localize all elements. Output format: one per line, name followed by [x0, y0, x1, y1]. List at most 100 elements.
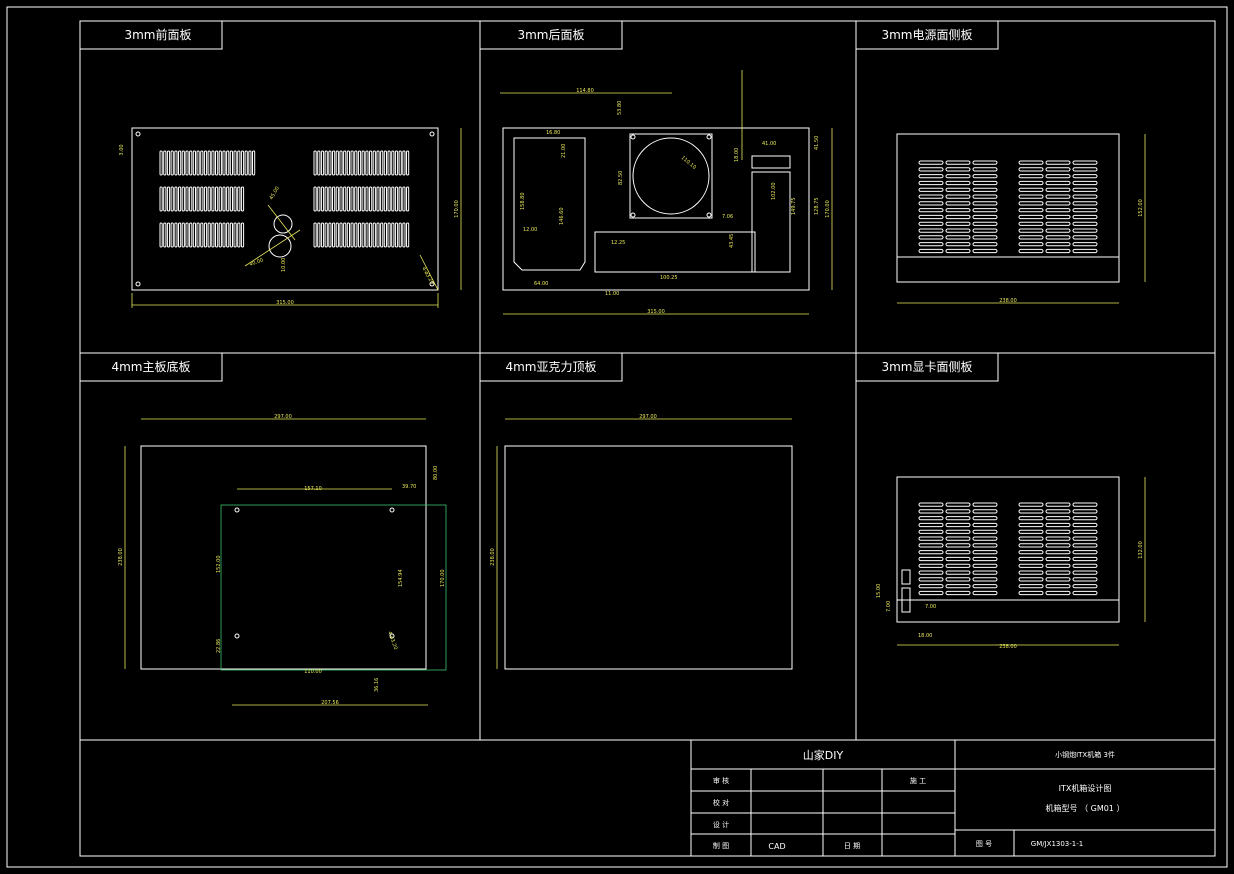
vent-slot: [945, 214, 971, 220]
vent-slot: [972, 248, 998, 254]
svg-text:82.50: 82.50: [618, 171, 624, 185]
vent-slot: [918, 167, 944, 172]
vent-slot: [313, 150, 317, 176]
front-width-dim: 315.00: [276, 300, 294, 306]
vent-slot: [387, 222, 391, 248]
vent-slot: [945, 522, 971, 528]
vent-slot: [918, 543, 944, 548]
vent-slot: [357, 186, 362, 212]
vent-slot: [1018, 543, 1044, 548]
vent-slot: [972, 584, 998, 589]
vent-slot: [178, 150, 182, 176]
svg-text:4mm亚克力顶板: 4mm亚克力顶板: [505, 360, 596, 374]
vent-slot: [203, 222, 208, 248]
vent-slot: [1072, 522, 1098, 528]
vent-slot: [1072, 543, 1098, 548]
vent-slot: [1018, 174, 1044, 179]
vent-slot: [918, 194, 944, 199]
vent-slot: [178, 186, 182, 212]
vent-slot: [229, 186, 234, 212]
vent-slot: [170, 150, 174, 176]
psu-width-dim: 238.00: [999, 298, 1017, 304]
vent-slot: [972, 570, 998, 575]
svg-text:100.25: 100.25: [660, 275, 678, 281]
vent-slot: [972, 502, 998, 507]
vent-slot: [317, 150, 321, 176]
vent-slot: [174, 186, 178, 212]
front-panel-drawing: 315.00 170.00 3.00 45.00 40.00 10.00 4-ø…: [119, 127, 462, 308]
vent-slot: [1072, 208, 1098, 213]
vent-slot: [1045, 577, 1071, 582]
vent-slot: [1018, 509, 1044, 514]
vent-slot: [357, 222, 362, 248]
vent-slot: [918, 174, 944, 179]
vent-slot: [406, 222, 410, 248]
vent-slot: [1045, 550, 1071, 555]
vent-slot: [1072, 214, 1098, 220]
vent-slot: [324, 150, 328, 176]
vent-slot: [240, 186, 245, 212]
date-label: 日 期: [844, 842, 860, 850]
vent-slot: [945, 509, 971, 514]
vent-slot: [252, 150, 256, 176]
svg-text:64.00: 64.00: [534, 281, 548, 287]
svg-text:7.00: 7.00: [925, 604, 936, 610]
vent-slot: [1072, 242, 1098, 247]
vent-slot: [918, 529, 944, 534]
vent-slot: [945, 563, 971, 568]
vent-slot: [945, 201, 971, 206]
vent-slot: [918, 221, 944, 226]
vent-slot: [211, 222, 215, 248]
gpu-side-outline: [896, 476, 1120, 623]
vent-slot: [1045, 221, 1071, 226]
vent-slot: [324, 222, 328, 248]
vent-slot: [972, 221, 998, 226]
vent-slot: [189, 150, 193, 176]
vent-slot: [945, 187, 971, 192]
vent-slot: [350, 186, 354, 212]
psu-side-outline: [896, 133, 1120, 283]
svg-text:41.00: 41.00: [762, 141, 776, 147]
vent-slot: [192, 222, 197, 248]
vent-slot: [1018, 577, 1044, 582]
vent-slot: [972, 201, 998, 206]
vent-slot: [972, 160, 998, 165]
vent-slot: [357, 150, 362, 176]
vent-slot: [1072, 248, 1098, 254]
vent-slot: [972, 563, 998, 568]
vent-slot: [376, 186, 380, 212]
vent-slot: [1018, 214, 1044, 220]
vent-slot: [237, 222, 241, 248]
rear-psu-cutout: [629, 133, 713, 219]
vent-slot: [233, 186, 237, 212]
vent-slot: [248, 150, 252, 176]
vent-slot: [215, 186, 219, 212]
svg-text:4-ø3.20: 4-ø3.20: [386, 631, 398, 651]
vent-slot: [918, 228, 944, 233]
vent-slot: [918, 536, 944, 541]
vent-slot: [1045, 201, 1071, 206]
vent-slot: [972, 180, 998, 186]
vent-slot: [233, 222, 237, 248]
vent-slot: [918, 577, 944, 582]
vent-slot: [1072, 235, 1098, 240]
vent-slot: [354, 222, 358, 248]
vent-slot: [229, 222, 234, 248]
vent-slot: [1072, 221, 1098, 226]
vent-slot: [1045, 509, 1071, 514]
acrylic-width-dim: 297.00: [639, 414, 657, 420]
vent-slot: [159, 150, 163, 176]
mb-bottom-outline: [140, 445, 427, 670]
vent-slot: [170, 222, 174, 248]
vent-slot: [189, 186, 193, 212]
vent-slot: [211, 186, 215, 212]
rear-height-dim: 170.00: [825, 200, 831, 218]
vent-slot: [320, 150, 325, 176]
model-number: 机箱型号 （ GM01 ）: [1046, 803, 1125, 813]
vent-slot: [196, 186, 200, 212]
vent-slot: [1072, 516, 1098, 521]
vent-slot: [376, 150, 380, 176]
vent-slot: [218, 186, 222, 212]
vent-slot: [1072, 187, 1098, 192]
gpu-side-panel-drawing: 238.00 132.00 15.00 7.00 7.00 18.00: [876, 476, 1146, 650]
